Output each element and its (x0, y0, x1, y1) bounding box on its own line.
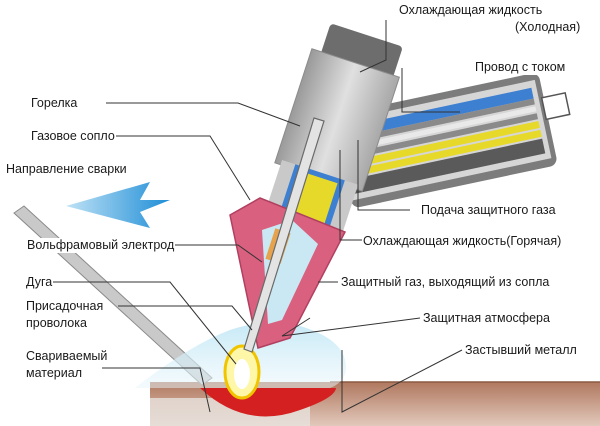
leader-lines (50, 20, 463, 413)
tungsten-electrode (243, 117, 325, 353)
label-arc: Дуга (25, 275, 54, 290)
label-gas-nozzle: Газовое сопло (30, 129, 116, 144)
label-torch: Горелка (30, 96, 79, 111)
label-filler-wire-1: Присадочная (25, 299, 105, 314)
label-workpiece-1: Свариваемый (25, 349, 109, 364)
label-coolant-cold-note: (Холодная) (514, 20, 582, 35)
label-weld-direction: Направление сварки (5, 162, 128, 177)
label-shield-atmosphere: Защитная атмосфера (422, 311, 551, 326)
label-current-wire: Провод с током (474, 60, 567, 75)
label-filler-wire-2: проволока (25, 316, 88, 331)
label-tungsten-electrode: Вольфрамовый электрод (26, 238, 176, 253)
label-workpiece-2: материал (25, 366, 83, 381)
weld-direction-arrow (66, 182, 170, 228)
label-coolant-cold: Охлаждающая жидкость (398, 3, 544, 18)
label-shield-gas-feed: Подача защитного газа (420, 203, 557, 218)
label-solid-metal: Застывший металл (464, 343, 578, 358)
cable-assembly (334, 73, 571, 208)
label-shield-gas-exit: Защитный газ, выходящий из сопла (340, 275, 551, 290)
arc-glow (223, 344, 261, 400)
label-coolant-hot: Охлаждающая жидкость(Горячая) (362, 234, 563, 249)
